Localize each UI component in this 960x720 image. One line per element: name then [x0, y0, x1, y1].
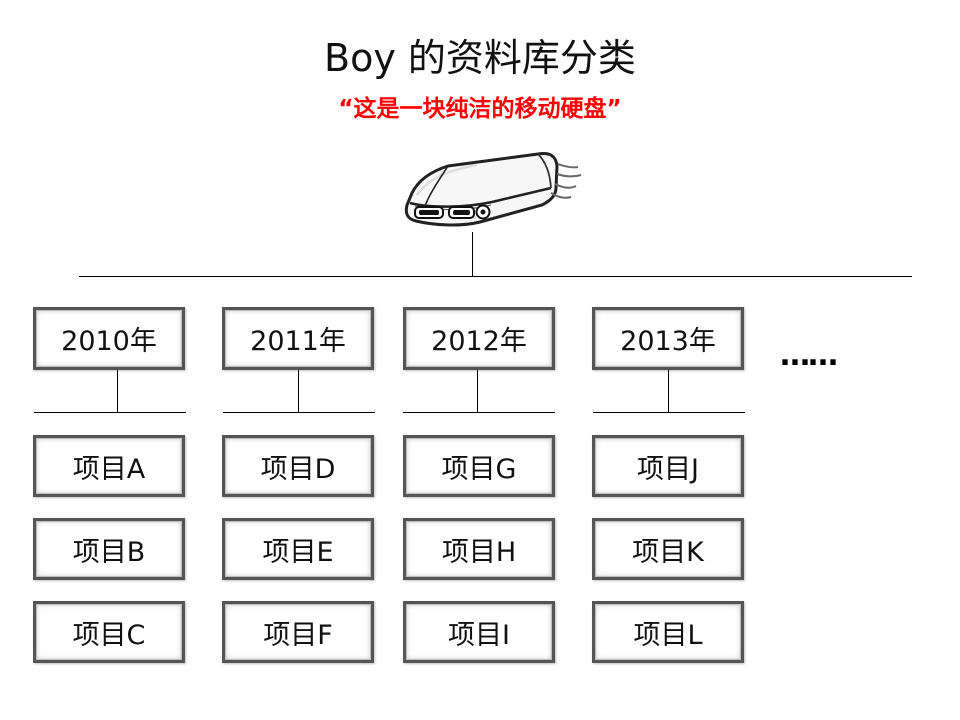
year-2012-node: 2012年 — [403, 307, 555, 370]
project-i-node: 项目I — [403, 601, 555, 663]
year-2011-stem-connector — [298, 370, 299, 412]
project-l-node: 项目L — [592, 601, 744, 663]
root-stem-connector — [472, 232, 473, 277]
year-2012-branch-connector — [403, 412, 555, 413]
main-branch-connector — [79, 276, 912, 277]
project-k-node: 项目K — [592, 518, 744, 580]
year-2010-branch-connector — [34, 412, 186, 413]
year-2012-stem-connector — [477, 370, 478, 412]
external-hard-drive-icon — [404, 152, 582, 227]
project-g-node: 项目G — [403, 435, 555, 497]
year-2011-node: 2011年 — [222, 307, 374, 370]
year-2010-node: 2010年 — [33, 307, 185, 370]
year-2010-stem-connector — [117, 370, 118, 412]
project-f-node: 项目F — [222, 601, 374, 663]
year-2013-branch-connector — [593, 412, 745, 413]
year-2013-node: 2013年 — [592, 307, 744, 370]
project-c-node: 项目C — [33, 601, 185, 663]
diagram-subtitle: “这是一块纯洁的移动硬盘” — [338, 96, 622, 122]
more-years-ellipsis: …… — [780, 338, 838, 373]
diagram-title: Boy 的资料库分类 — [324, 36, 636, 80]
year-2013-stem-connector — [668, 370, 669, 412]
project-d-node: 项目D — [222, 435, 374, 497]
project-j-node: 项目J — [592, 435, 744, 497]
year-2011-branch-connector — [223, 412, 375, 413]
project-a-node: 项目A — [33, 435, 185, 497]
project-h-node: 项目H — [403, 518, 555, 580]
project-e-node: 项目E — [222, 518, 374, 580]
project-b-node: 项目B — [33, 518, 185, 580]
